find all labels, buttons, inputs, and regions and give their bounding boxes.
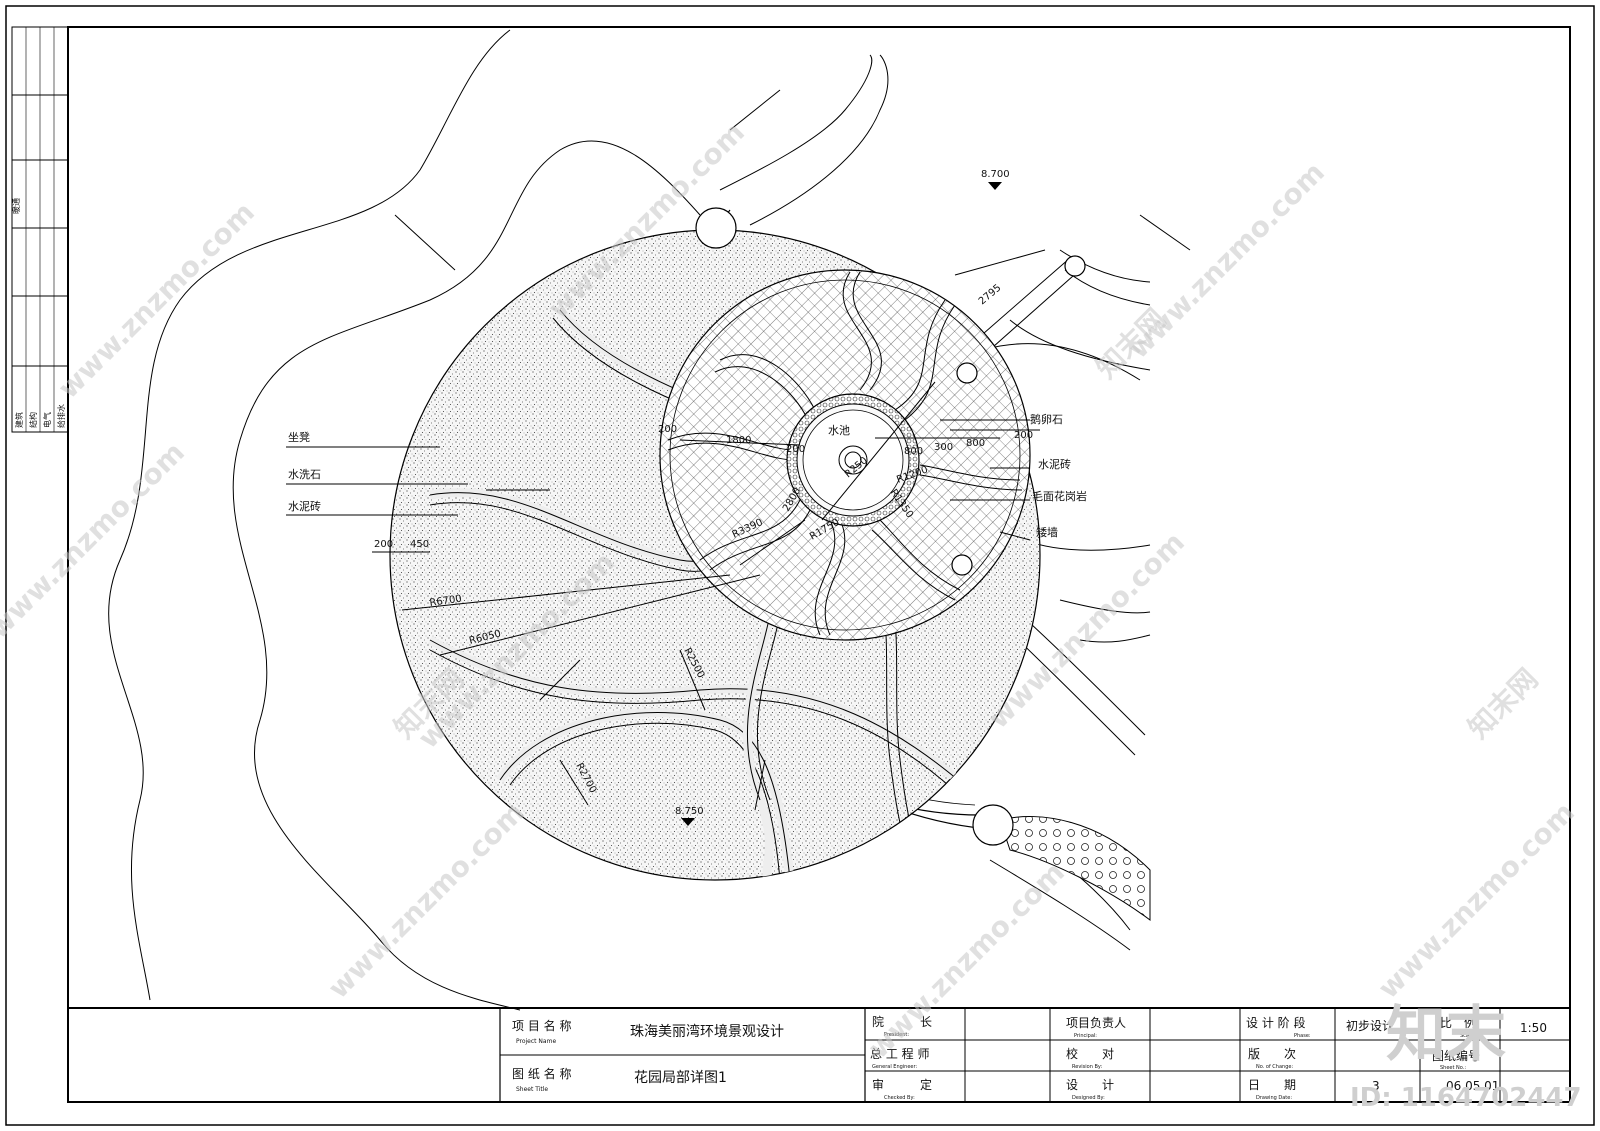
tb-date-value: 06.05.01 <box>1446 1079 1499 1093</box>
label-pebble: 鹅卵石 <box>1030 412 1063 426</box>
watermark-text-9: www.znzmo.com <box>1372 796 1581 1005</box>
outer-frame <box>5 5 1595 1126</box>
inner-frame <box>67 26 1571 1103</box>
dim-800-b: 800 <box>966 438 985 449</box>
tb-designer-en: Designed By: <box>1072 1095 1105 1101</box>
watermark-id: ID: 1164702447 <box>1350 1083 1582 1113</box>
side-strip-item-1: 结构 <box>28 412 38 428</box>
elevation-top: 8.700 <box>981 169 1010 180</box>
tb-sheet-no-label: 图纸编号 <box>1432 1048 1480 1063</box>
side-strip-item-2: 电气 <box>42 412 52 428</box>
tb-stage-label: 设 计 阶 段 <box>1246 1015 1305 1030</box>
dim-2795: 2795 <box>977 283 1004 308</box>
label-cement-brick-right: 水泥砖 <box>1038 457 1071 471</box>
dim-1800: 1800 <box>726 435 751 446</box>
tb-project-leader: 项目负责人 <box>1066 1016 1126 1030</box>
side-strip-top-label: 暖通 <box>11 198 21 214</box>
dim-800-a: 800 <box>904 446 923 457</box>
tb-project-leader-en: Principal: <box>1074 1033 1097 1039</box>
tb-scale-value: 1:50 <box>1520 1021 1547 1035</box>
dim-200-left: 200 <box>658 424 677 435</box>
tb-drawing-name-label: 图 纸 名 称 <box>512 1066 571 1081</box>
granite-brick-spokes <box>667 271 1023 636</box>
tb-drawing-name: 花园局部详图1 <box>634 1070 727 1086</box>
dim-200-wall: 200 <box>374 539 393 550</box>
label-granite: 毛面花岗岩 <box>1032 489 1087 503</box>
tb-proofread-en: Revision By: <box>1072 1064 1103 1070</box>
tb-scale-label: 比 例 <box>1440 1016 1476 1030</box>
tb-president: 院 长 <box>872 1015 932 1029</box>
elevation-marker-top: 8.700 <box>981 169 1010 190</box>
tb-designer: 设 计 <box>1066 1078 1114 1092</box>
side-strip: 暖通 建筑 结构 电气 给排水 <box>11 26 69 433</box>
dim-450: 450 <box>410 539 429 550</box>
tb-date-label: 日 期 <box>1248 1078 1296 1092</box>
tb-chief-engineer-en: General Engineer: <box>872 1064 917 1070</box>
dim-200-right: 200 <box>1014 430 1033 441</box>
tb-project-name-label: 项 目 名 称 <box>512 1018 571 1033</box>
elevation-bottom: 8.750 <box>675 806 704 817</box>
watermark-text-1: www.znzmo.com <box>52 196 261 405</box>
tb-date-en: Drawing Date: <box>1256 1095 1292 1101</box>
label-low-wall: 矮墙 <box>1036 525 1058 539</box>
watermark-text-8: www.znzmo.com <box>862 856 1071 1065</box>
watermark-brand-3: 知末网 <box>1462 662 1545 745</box>
terrain-contours <box>108 29 1151 1011</box>
title-block <box>68 1007 1570 1102</box>
watermark-text-4: www.znzmo.com <box>0 436 191 645</box>
label-cement-brick-left: 水泥砖 <box>288 499 321 513</box>
side-strip-item-3: 给排水 <box>56 404 66 428</box>
tb-proofread: 校 对 <box>1066 1046 1114 1061</box>
tb-president-en: President: <box>884 1032 909 1038</box>
label-bench: 坐凳 <box>288 430 310 444</box>
tb-sheet-no-en: Sheet No.: <box>1440 1065 1466 1071</box>
tb-revision-label: 版 次 <box>1248 1047 1296 1061</box>
tb-chief-engineer: 总 工 程 师 <box>870 1046 929 1061</box>
elevation-marker-bottom: 8.750 <box>675 806 704 826</box>
dimension-lines <box>286 89 1191 811</box>
watermark-logo: 知末 <box>1386 1000 1506 1070</box>
tb-sheet-no-value: 3 <box>1372 1079 1380 1093</box>
tb-stage-value: 初步设计 <box>1346 1019 1394 1033</box>
tb-approved-en: Checked By: <box>884 1095 915 1101</box>
label-washed-stone: 水洗石 <box>288 468 321 481</box>
tb-approved: 审 定 <box>872 1077 932 1092</box>
dim-r6700: R6700 <box>429 594 463 609</box>
tb-project-name: 珠海美丽湾环境景观设计 <box>630 1023 784 1040</box>
dim-300: 300 <box>934 442 953 453</box>
tb-revision-en: No. of Change: <box>1256 1064 1293 1070</box>
watermark-text-7: www.znzmo.com <box>322 796 531 1005</box>
tb-project-name-en: Project Name <box>516 1038 556 1045</box>
tb-drawing-name-en: Sheet Title <box>516 1086 548 1093</box>
pool <box>786 393 920 527</box>
pillars <box>695 207 1086 846</box>
side-strip-item-0: 建筑 <box>14 412 24 428</box>
dim-200-inner: 200 <box>786 444 805 455</box>
tb-scale-en: Scale: <box>1460 1033 1475 1039</box>
label-pool: 水池 <box>828 424 850 437</box>
tb-stage-en: Phase: <box>1294 1033 1311 1039</box>
